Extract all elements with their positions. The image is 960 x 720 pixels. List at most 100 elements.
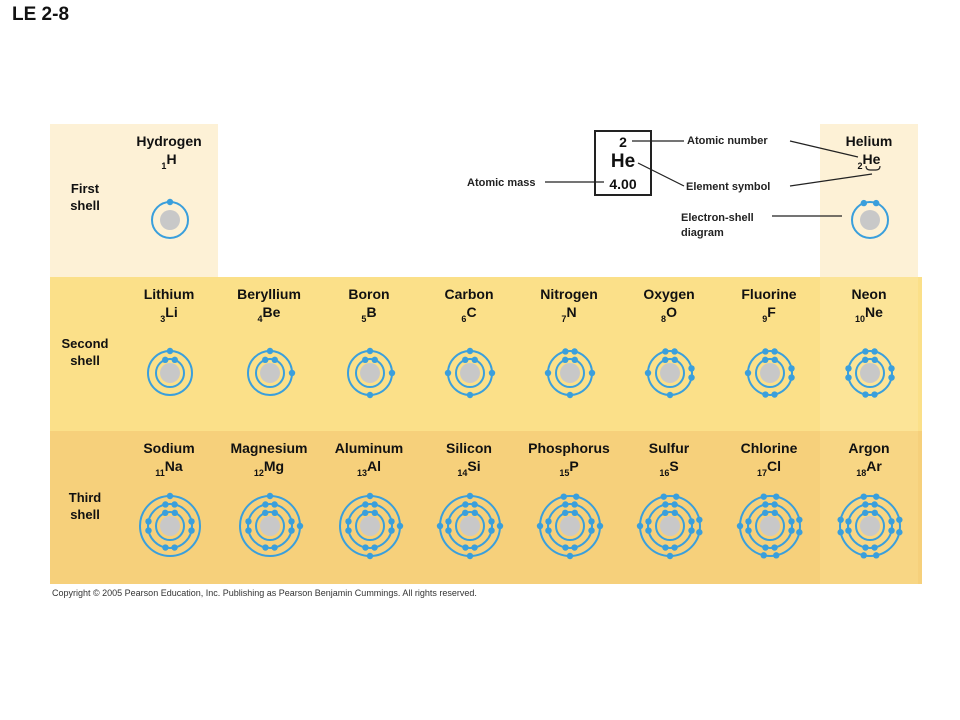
electron-shell-orbit: [647, 503, 693, 549]
electron: [760, 493, 767, 500]
electron: [445, 527, 452, 534]
electron: [837, 516, 844, 523]
symbol-text: Al: [367, 458, 381, 474]
symbol-text: Cl: [767, 458, 781, 474]
electron: [644, 369, 652, 377]
key-element-symbol: He: [610, 151, 636, 172]
electron: [545, 518, 552, 525]
nucleus: [860, 516, 880, 536]
electron: [366, 347, 374, 355]
nucleus: [160, 210, 180, 230]
electron-shell-orbit: [755, 511, 785, 541]
electron: [288, 527, 295, 534]
atomic-number-subscript: 4: [257, 314, 263, 324]
electron: [845, 518, 852, 525]
electron-shell-orbit: [855, 358, 885, 388]
electron: [366, 391, 374, 399]
element-symbol: 16S: [620, 457, 718, 482]
electron-shell-orbit: [839, 495, 901, 557]
electron-shell-orbit: [455, 511, 485, 541]
electron: [262, 509, 269, 517]
electron-shell-diagram: [347, 347, 396, 399]
electron: [345, 518, 352, 525]
electron: [488, 369, 496, 377]
electron: [145, 527, 152, 534]
electron: [571, 501, 578, 508]
electron-shell-diagram: [147, 347, 193, 396]
electron: [466, 552, 474, 560]
electron-shell-orbit: [355, 358, 385, 388]
nucleus: [760, 363, 780, 383]
atomic-number-subscript: 3: [160, 314, 166, 324]
element-symbol: 4Be: [220, 303, 318, 328]
electron-shell-orbit: [447, 503, 493, 549]
electron-shell-diagram: [436, 492, 504, 560]
electron: [671, 356, 678, 364]
nucleus: [260, 516, 280, 536]
electron: [860, 493, 867, 500]
nucleus: [860, 210, 880, 230]
nucleus: [560, 516, 580, 536]
electron-shell-orbit: [247, 503, 293, 549]
electron: [462, 544, 469, 551]
electron-shell-orbit: [255, 511, 285, 541]
nucleus: [160, 516, 180, 536]
element-symbol: 11Na: [120, 457, 218, 482]
electron: [488, 527, 495, 534]
electron: [871, 391, 878, 398]
element-name: Oxygen: [643, 286, 695, 302]
element-key-box: 2 He 4.00: [594, 130, 652, 196]
atomic-number-subscript: 2: [857, 161, 863, 171]
electron: [444, 369, 452, 377]
electron: [162, 356, 169, 364]
electron: [266, 347, 274, 355]
electron: [296, 522, 304, 530]
electron: [688, 518, 695, 525]
electron: [562, 509, 569, 517]
electron: [796, 516, 803, 523]
symbol-text: B: [366, 304, 377, 320]
electron-shell-orbit: [855, 511, 885, 541]
electron-shell-orbit: [547, 503, 593, 549]
electron: [845, 374, 852, 381]
electron-shell-diagram: [139, 492, 201, 557]
nucleus: [760, 516, 780, 536]
element-name: Sulfur: [648, 440, 690, 456]
electron: [562, 356, 569, 364]
element-symbol: 8O: [620, 303, 718, 328]
electron: [362, 501, 369, 508]
element-symbol: 15P: [520, 457, 618, 482]
electron-shell-orbit: [655, 358, 685, 388]
electron-shell-diagram: [247, 347, 296, 396]
element-symbol: 7N: [520, 303, 618, 328]
electron: [666, 391, 674, 399]
atomic-number-subscript: 11: [155, 468, 165, 478]
electron: [662, 348, 669, 355]
electron-shell-diagram: [636, 493, 703, 560]
electron: [466, 391, 474, 399]
electron: [588, 369, 596, 377]
electron: [571, 348, 578, 355]
electron: [788, 374, 795, 381]
electron: [388, 369, 396, 377]
electron: [362, 356, 369, 364]
electron: [771, 356, 778, 364]
symbol-text: C: [466, 304, 477, 320]
electron: [888, 527, 895, 534]
helium-number-leader: [789, 140, 859, 158]
electron-shell-diagram: [536, 493, 604, 560]
electron: [345, 527, 352, 534]
electron: [366, 492, 374, 500]
